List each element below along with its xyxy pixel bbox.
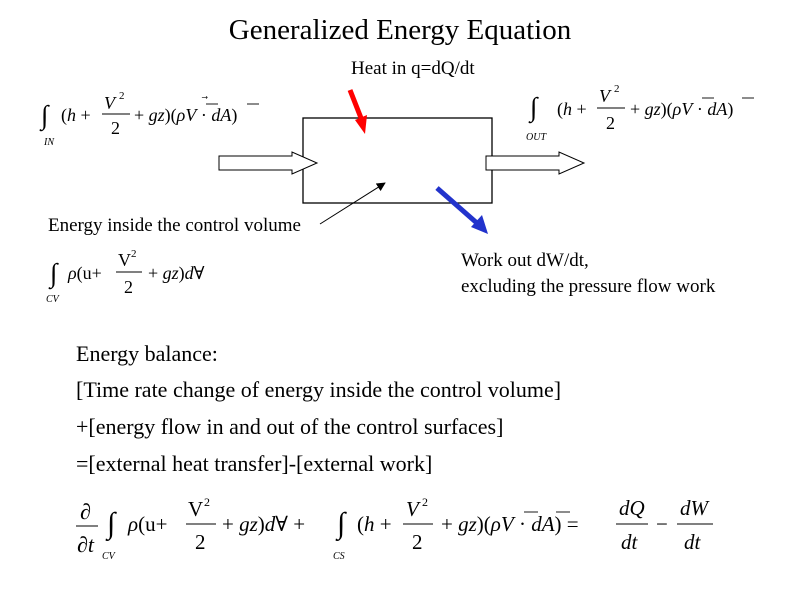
- svg-text:−: −: [656, 512, 668, 536]
- energy-balance-equation: ∂ ∂t ∫ CV ρ(u+ V 2 2 + gz)d∀ + ∫ CS (h +…: [76, 495, 713, 562]
- svg-text:ρ(u+: ρ(u+: [127, 512, 167, 536]
- svg-text:∂t: ∂t: [77, 532, 95, 557]
- svg-text:2: 2: [412, 530, 423, 554]
- heat-arrow-icon: [347, 89, 367, 134]
- svg-text:+ gz)(ρV · dA) =: + gz)(ρV · dA) =: [441, 512, 579, 536]
- work-out-label-line2: excluding the pressure flow work: [461, 276, 716, 297]
- svg-text:2: 2: [124, 277, 133, 297]
- svg-text:2: 2: [422, 495, 428, 509]
- in-subscript: IN: [43, 137, 55, 148]
- svg-text:+ gz)(ρV · dA): + gz)(ρV · dA): [134, 105, 237, 126]
- svg-text:V: V: [188, 497, 203, 521]
- svg-text:2: 2: [204, 495, 210, 509]
- energy-balance-heading: Energy balance:: [76, 341, 218, 366]
- work-arrow-icon: [435, 186, 488, 234]
- balance-line-flow: +[energy flow in and out of the control …: [76, 414, 504, 439]
- heat-in-label: Heat in q=dQ/dt: [351, 58, 475, 79]
- svg-text:(h +: (h +: [61, 105, 91, 126]
- svg-text:V: V: [118, 250, 131, 270]
- control-volume-box: [302, 117, 493, 204]
- cv-energy-equation: ∫ CV ρ(u+ V 2 2 + gz)d∀: [46, 248, 205, 305]
- svg-text:dQ: dQ: [619, 496, 645, 520]
- svg-text:∫: ∫: [39, 100, 50, 132]
- svg-text:2: 2: [119, 90, 125, 102]
- cs-subscript: CS: [333, 551, 345, 562]
- svg-text:2: 2: [606, 113, 615, 133]
- svg-text:ρ(u+: ρ(u+: [67, 263, 102, 284]
- svg-text:2: 2: [614, 83, 620, 95]
- svg-text:∂: ∂: [80, 499, 91, 524]
- svg-text:V: V: [599, 86, 612, 106]
- svg-text:+ gz)d∀: + gz)d∀: [148, 263, 205, 284]
- inflow-arrow-icon: [218, 151, 319, 175]
- work-out-label-line1: Work out dW/dt,: [461, 250, 589, 271]
- out-subscript: OUT: [526, 132, 547, 143]
- balance-line-external: =[external heat transfer]-[external work…: [76, 451, 433, 476]
- outflow-arrow-icon: [485, 151, 586, 175]
- svg-text:∫: ∫: [528, 92, 539, 124]
- svg-text:2: 2: [111, 118, 120, 138]
- svg-text:(h +: (h +: [557, 99, 587, 120]
- energy-inside-label: Energy inside the control volume: [48, 215, 301, 236]
- svg-text:dt: dt: [621, 530, 639, 554]
- svg-text:V: V: [406, 497, 421, 521]
- svg-text:dt: dt: [684, 530, 702, 554]
- svg-text:⃗: ⃗: [201, 96, 208, 99]
- svg-text:∫: ∫: [105, 507, 117, 542]
- svg-text:+ gz)d∀ +: + gz)d∀ +: [222, 512, 305, 536]
- svg-text:(h +: (h +: [357, 512, 392, 536]
- svg-text:2: 2: [131, 248, 137, 260]
- svg-text:∫: ∫: [335, 507, 347, 542]
- cv-subscript: CV: [46, 294, 61, 305]
- inflow-equation: ∫ IN (h + V 2 2 + gz)(ρV · dA) ⃗: [39, 90, 259, 148]
- svg-text:2: 2: [195, 530, 206, 554]
- svg-text:∫: ∫: [48, 258, 59, 290]
- balance-line-time-rate: [Time rate change of energy inside the c…: [76, 377, 562, 402]
- outflow-equation: ∫ OUT (h + V 2 2 + gz)(ρV · dA): [526, 83, 754, 143]
- cv-subscript-main: CV: [102, 551, 117, 562]
- page-title: Generalized Energy Equation: [228, 14, 572, 46]
- svg-text:dW: dW: [680, 496, 711, 520]
- svg-text:+ gz)(ρV · dA): + gz)(ρV · dA): [630, 99, 733, 120]
- pointer-line: [319, 182, 386, 225]
- svg-text:V: V: [104, 93, 117, 113]
